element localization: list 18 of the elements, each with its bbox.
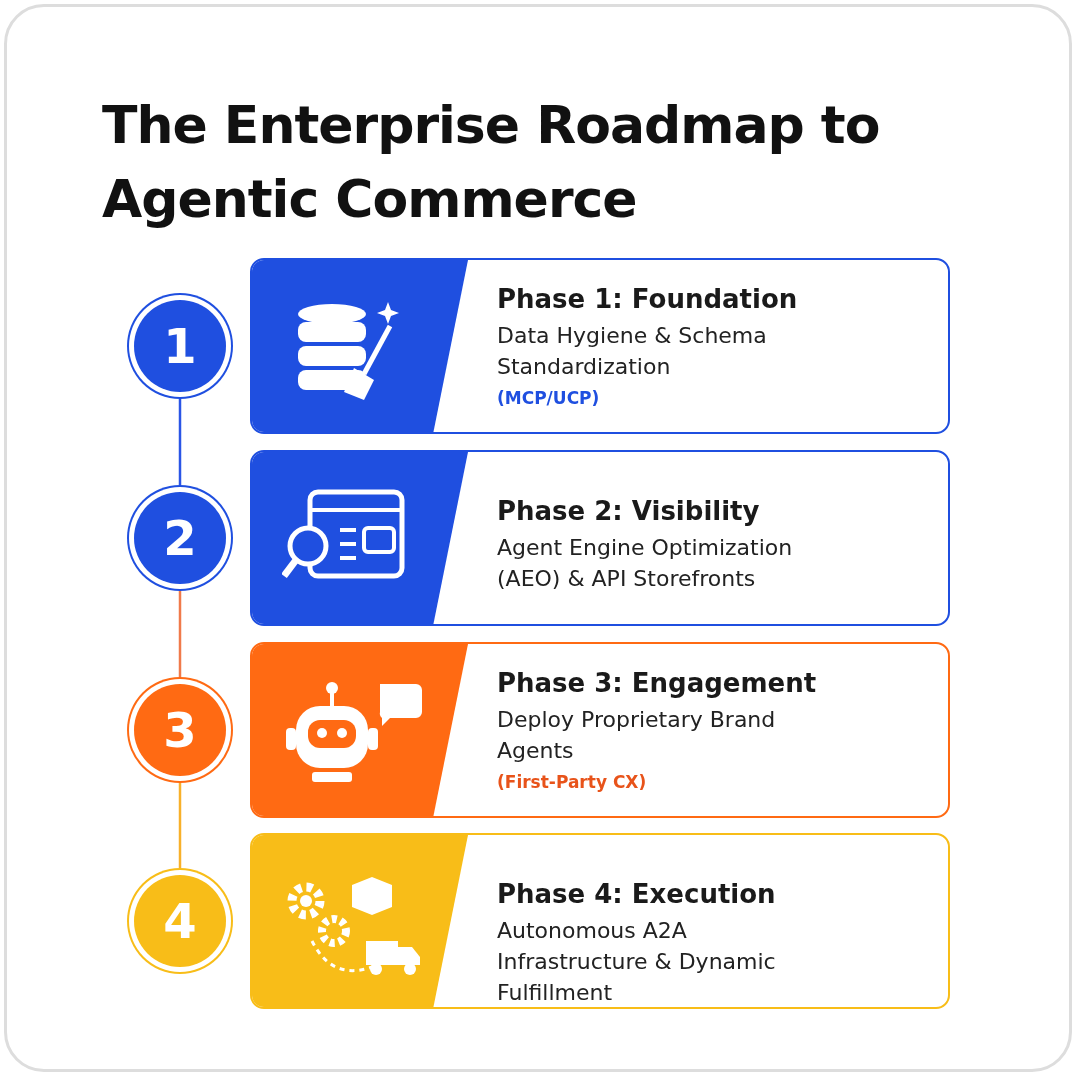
- connector-line: [178, 783, 182, 868]
- phase-heading: Phase 3: Engagement: [497, 668, 818, 698]
- phase-note: (MCP/UCP): [497, 388, 601, 408]
- phase-description: Deploy Proprietary Brand Agents: [497, 706, 777, 765]
- connector-line: [178, 399, 182, 485]
- phase-heading: Phase 4: Execution: [497, 879, 777, 909]
- phase-description: Data Hygiene & Schema Standardization: [497, 322, 768, 381]
- phase-heading: Phase 2: Visibility: [497, 496, 761, 526]
- title: The Enterprise Roadmap to Agentic Commerce: [102, 94, 881, 231]
- phase-description: Autonomous A2A Infrastructure & Dynamic Fulfillment: [497, 917, 777, 1007]
- phase-card: [250, 833, 950, 1009]
- phase-heading: Phase 1: Foundation: [497, 284, 799, 314]
- phase-card: [250, 258, 950, 434]
- connector-line: [178, 591, 182, 677]
- phase-note: (First-Party CX): [497, 772, 648, 792]
- phase-description: Agent Engine Optimization (AEO) & API Storefronts: [497, 534, 794, 593]
- phase-card: [250, 450, 950, 626]
- phase-card: [250, 642, 950, 818]
